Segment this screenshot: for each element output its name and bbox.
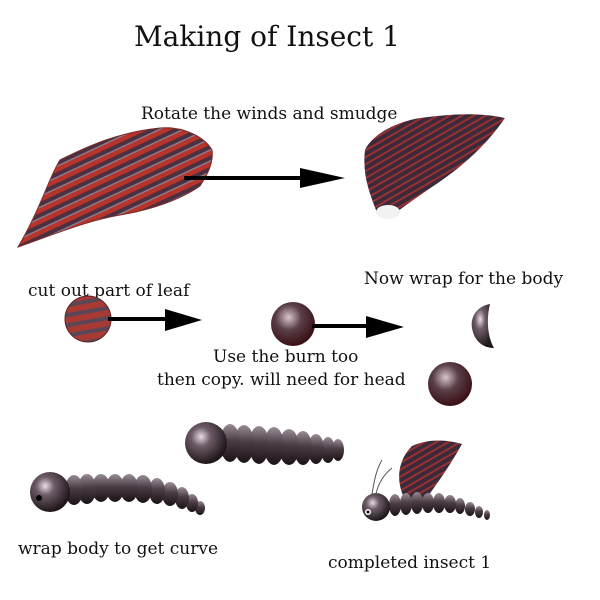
label-wrap-curve: wrap body to get curve [18, 539, 219, 559]
label-rotate: Rotate the winds and smudge [141, 104, 398, 124]
arrow-right-icon [366, 316, 404, 338]
smudged-wing-image [364, 114, 505, 219]
arrow-right-icon [300, 168, 345, 188]
arrow-right-icon [165, 309, 202, 331]
label-burn-line1: Use the burn too [213, 347, 359, 367]
page-title: Making of Insect 1 [134, 20, 400, 53]
head-ball [428, 362, 472, 406]
label-burn-line2: then copy. will need for head [157, 370, 406, 390]
label-completed: completed insect 1 [328, 553, 492, 573]
label-cut-out: cut out part of leaf [28, 281, 190, 301]
label-wrap-body: Now wrap for the body [364, 269, 564, 289]
cut-leaf-ball [64, 295, 112, 343]
leaf-image [16, 127, 213, 248]
burned-ball [271, 302, 315, 346]
completed-insect [362, 440, 490, 521]
wrapped-half-ball [471, 304, 494, 348]
segmented-body-straight [185, 422, 344, 465]
segmented-body-curved [30, 472, 205, 515]
